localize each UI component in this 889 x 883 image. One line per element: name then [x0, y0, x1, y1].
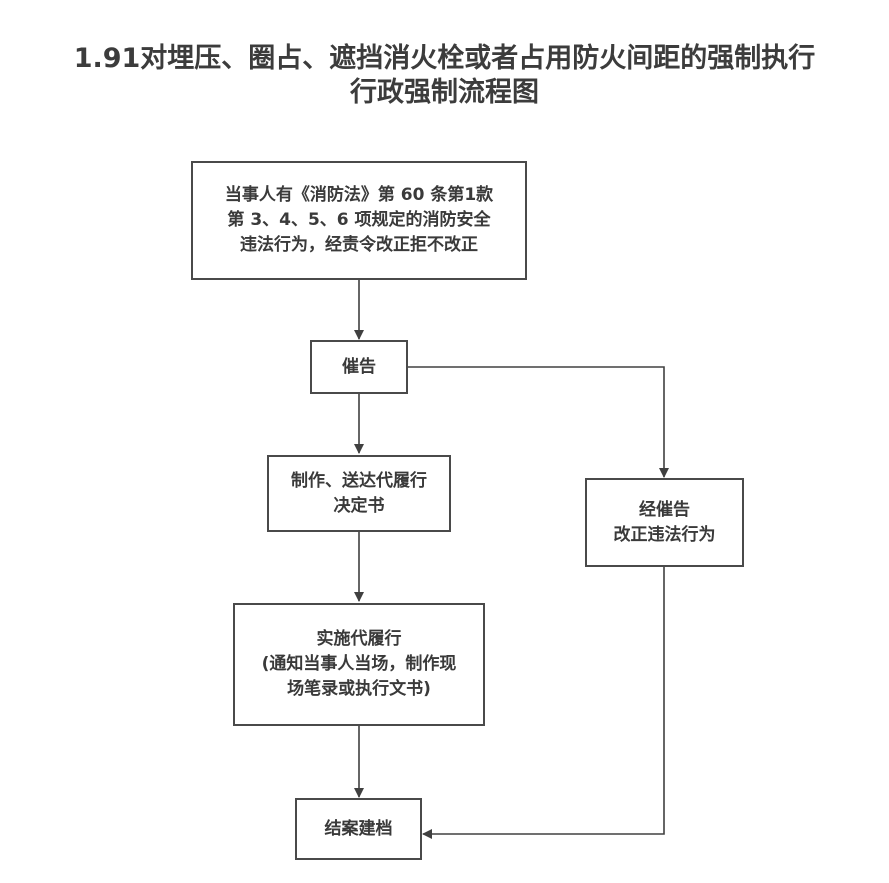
node-decision: 制作、送达代履行 决定书: [267, 455, 451, 532]
node-start: 当事人有《消防法》第 60 条第1款 第 3、4、5、6 项规定的消防安全 违法…: [191, 161, 527, 280]
node-start-line: 当事人有《消防法》第 60 条第1款: [224, 185, 494, 205]
node-archive: 结案建档: [295, 798, 422, 860]
node-execute-line: (通知当事人当场，制作现: [261, 654, 457, 674]
node-urge: 催告: [310, 340, 408, 394]
node-start-line: 第 3、4、5、6 项规定的消防安全: [227, 210, 491, 230]
arrow-corrected-to-archive: [422, 566, 665, 839]
diagram-title-line-1: 1.91对埋压、圈占、遮挡消火栓或者占用防火间距的强制执行: [73, 43, 816, 74]
arrow-urge-to-corrected: [407, 366, 669, 478]
node-corrected-line: 改正违法行为: [613, 524, 716, 545]
node-start-line: 违法行为，经责令改正拒不改正: [239, 235, 478, 255]
node-decision-line: 制作、送达代履行: [291, 470, 427, 491]
node-execute-line: 实施代履行: [316, 629, 402, 649]
node-corrected-line: 经催告: [639, 499, 690, 520]
node-archive-label: 结案建档: [324, 818, 393, 839]
node-decision-line: 决定书: [333, 495, 385, 516]
node-corrected: 经催告 改正违法行为: [585, 478, 744, 567]
node-execute: 实施代履行 (通知当事人当场，制作现 场笔录或执行文书): [233, 603, 485, 726]
node-urge-label: 催告: [342, 356, 376, 377]
diagram-title-line-2: 行政强制流程图: [350, 77, 539, 108]
node-execute-line: 场笔录或执行文书): [287, 679, 431, 699]
